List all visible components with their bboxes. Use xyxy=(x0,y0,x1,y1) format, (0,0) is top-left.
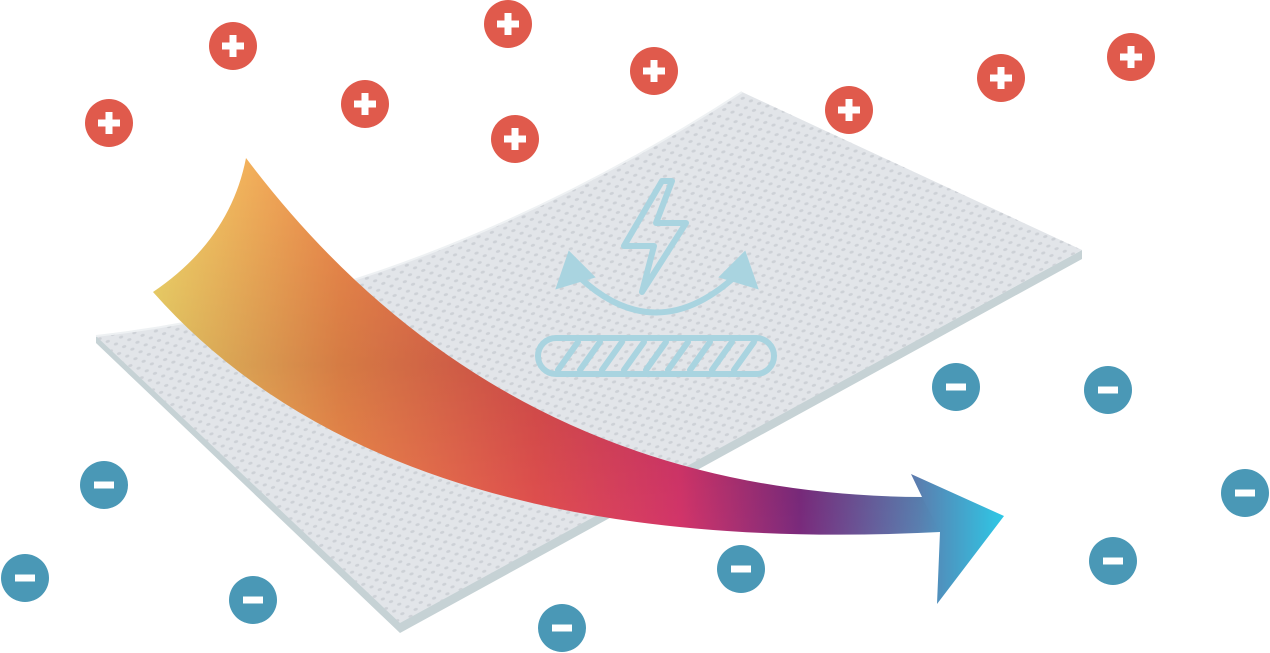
plus-icon xyxy=(341,80,389,128)
plus-icon xyxy=(209,22,257,70)
negative-ions xyxy=(1,363,1269,652)
moisture-flow-arrow xyxy=(153,158,1004,604)
plus-icon xyxy=(1107,33,1155,81)
plus-icon xyxy=(85,99,133,147)
minus-icon xyxy=(932,363,980,411)
plus-icon xyxy=(484,0,532,48)
minus-icon xyxy=(1084,366,1132,414)
plus-icon xyxy=(630,47,678,95)
minus-icon xyxy=(229,576,277,624)
redirect-arrows-icon xyxy=(555,250,759,316)
minus-icon xyxy=(80,461,128,509)
lightning-bolt-icon xyxy=(621,178,689,295)
hatched-bar-icon xyxy=(535,335,777,377)
plus-icon xyxy=(977,54,1025,102)
minus-icon xyxy=(717,545,765,593)
minus-icon xyxy=(1221,469,1269,517)
minus-icon xyxy=(538,604,586,652)
minus-icon xyxy=(1089,537,1137,585)
positive-ions xyxy=(85,0,1155,163)
minus-icon xyxy=(1,554,49,602)
plus-icon xyxy=(825,86,873,134)
plus-icon xyxy=(491,115,539,163)
